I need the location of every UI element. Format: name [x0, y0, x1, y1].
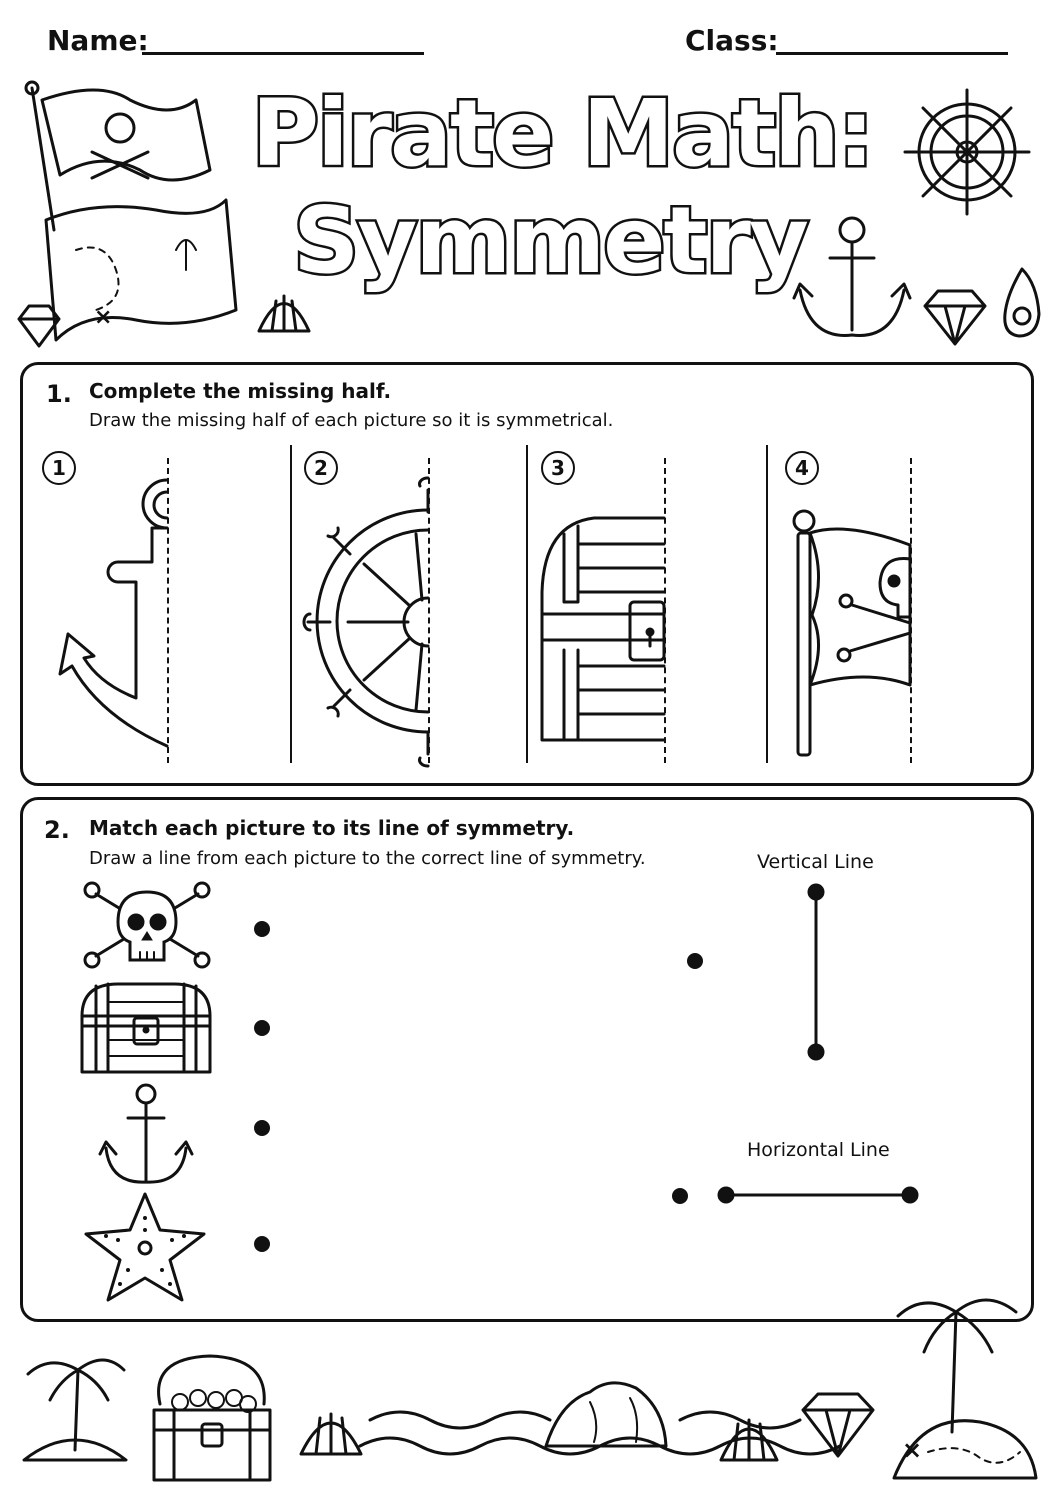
- seashell-icon: [257, 294, 311, 333]
- starfish-icon: [84, 1192, 206, 1302]
- horizontal-match-dot[interactable]: [672, 1188, 688, 1204]
- horizontal-line-label: Horizontal Line: [747, 1139, 890, 1161]
- palm-island-map-icon: ×: [892, 1298, 1038, 1480]
- picture-match-dot[interactable]: [254, 1236, 270, 1252]
- item4-number: 4: [785, 451, 819, 485]
- svg-text:×: ×: [94, 305, 112, 330]
- section1-instruction: Draw the missing half of each picture so…: [89, 410, 614, 431]
- open-treasure-chest-icon: [152, 1354, 272, 1482]
- name-write-line[interactable]: [142, 52, 424, 55]
- treasure-chest-icon: [80, 982, 212, 1074]
- symmetry-line: [167, 458, 169, 763]
- item3-number: 3: [541, 451, 575, 485]
- rock-icon: [544, 1381, 668, 1448]
- pirate-flag-half-icon[interactable]: [786, 505, 936, 765]
- skull-crossbones-icon: [83, 881, 211, 969]
- seashell-icon: [299, 1412, 363, 1456]
- diamond-icon: [923, 289, 987, 346]
- page-title: Pirate Math: Symmetry: [249, 78, 877, 297]
- picture-match-dot[interactable]: [254, 921, 270, 937]
- gem-icon: [17, 304, 61, 348]
- column-divider: [290, 445, 292, 763]
- section1-number: 1.: [46, 380, 72, 408]
- treasure-map-icon: ×: [44, 198, 238, 342]
- ship-wheel-half-icon[interactable]: [298, 472, 438, 768]
- picture-match-dot[interactable]: [254, 1120, 270, 1136]
- anchor-icon: [98, 1083, 194, 1184]
- symmetry-line: [428, 458, 430, 763]
- anchor-rope-icon: [792, 216, 912, 337]
- item2-number: 2: [304, 451, 338, 485]
- ship-wheel-icon: [903, 88, 1031, 216]
- section2-number: 2.: [44, 816, 70, 844]
- title-line1: Pirate Math:: [252, 80, 873, 187]
- treasure-chest-half-icon[interactable]: [538, 514, 678, 754]
- section2-title: Match each picture to its line of symmet…: [89, 816, 575, 840]
- section2-panel: [20, 797, 1034, 1322]
- item1-number: 1: [42, 451, 76, 485]
- horizontal-line-sample: [717, 1186, 919, 1204]
- diamond-icon: [801, 1392, 875, 1458]
- pirate-flag-icon: [24, 80, 212, 232]
- palm-island-icon: [22, 1358, 128, 1462]
- column-divider: [526, 445, 528, 763]
- column-divider: [766, 445, 768, 763]
- name-label: Name:: [47, 24, 149, 57]
- class-label: Class:: [685, 24, 779, 57]
- snail-shell-icon: [1003, 267, 1041, 338]
- seashell-icon: [719, 1418, 779, 1462]
- svg-text:×: ×: [902, 1436, 922, 1464]
- vertical-line-sample: [807, 883, 825, 1061]
- section1-title: Complete the missing half.: [89, 379, 392, 403]
- title-line2: Symmetry: [293, 187, 808, 294]
- class-write-line[interactable]: [776, 52, 1008, 55]
- vertical-line-label: Vertical Line: [757, 851, 874, 873]
- vertical-match-dot[interactable]: [687, 953, 703, 969]
- anchor-half-icon[interactable]: [40, 470, 180, 750]
- section2-instruction: Draw a line from each picture to the cor…: [89, 848, 646, 869]
- picture-match-dot[interactable]: [254, 1020, 270, 1036]
